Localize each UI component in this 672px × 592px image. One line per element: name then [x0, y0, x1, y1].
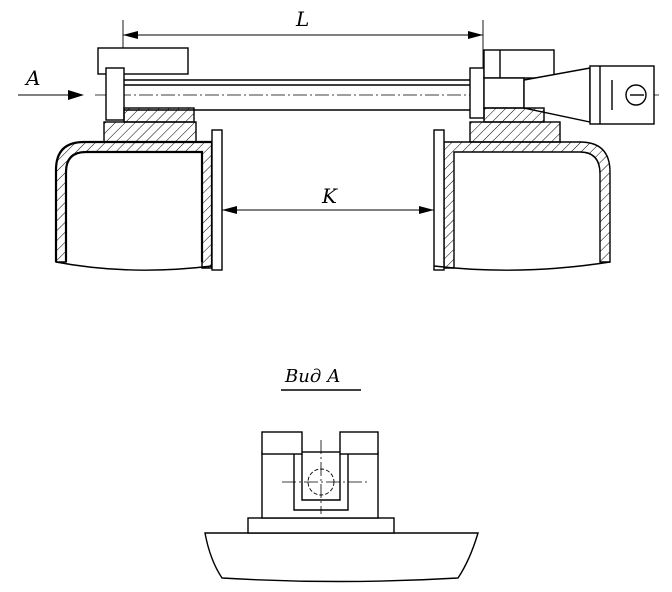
dimension-l-label: L: [295, 7, 309, 31]
right-support-block: [469, 49, 655, 143]
view-title-label: Вид А: [284, 366, 341, 387]
dimension-k: K: [222, 184, 434, 214]
view-a-title: Вид А: [281, 366, 361, 391]
view-arrow-label: A: [24, 66, 40, 90]
right-housing: [433, 129, 611, 271]
left-housing: [54, 129, 223, 271]
dimension-k-label: K: [321, 184, 338, 208]
view-arrow-a: A: [18, 66, 84, 100]
left-support-block: [97, 47, 197, 143]
main-shaft: [124, 67, 485, 119]
view-a-drawing: [204, 431, 479, 583]
dimension-l: L: [122, 7, 484, 70]
